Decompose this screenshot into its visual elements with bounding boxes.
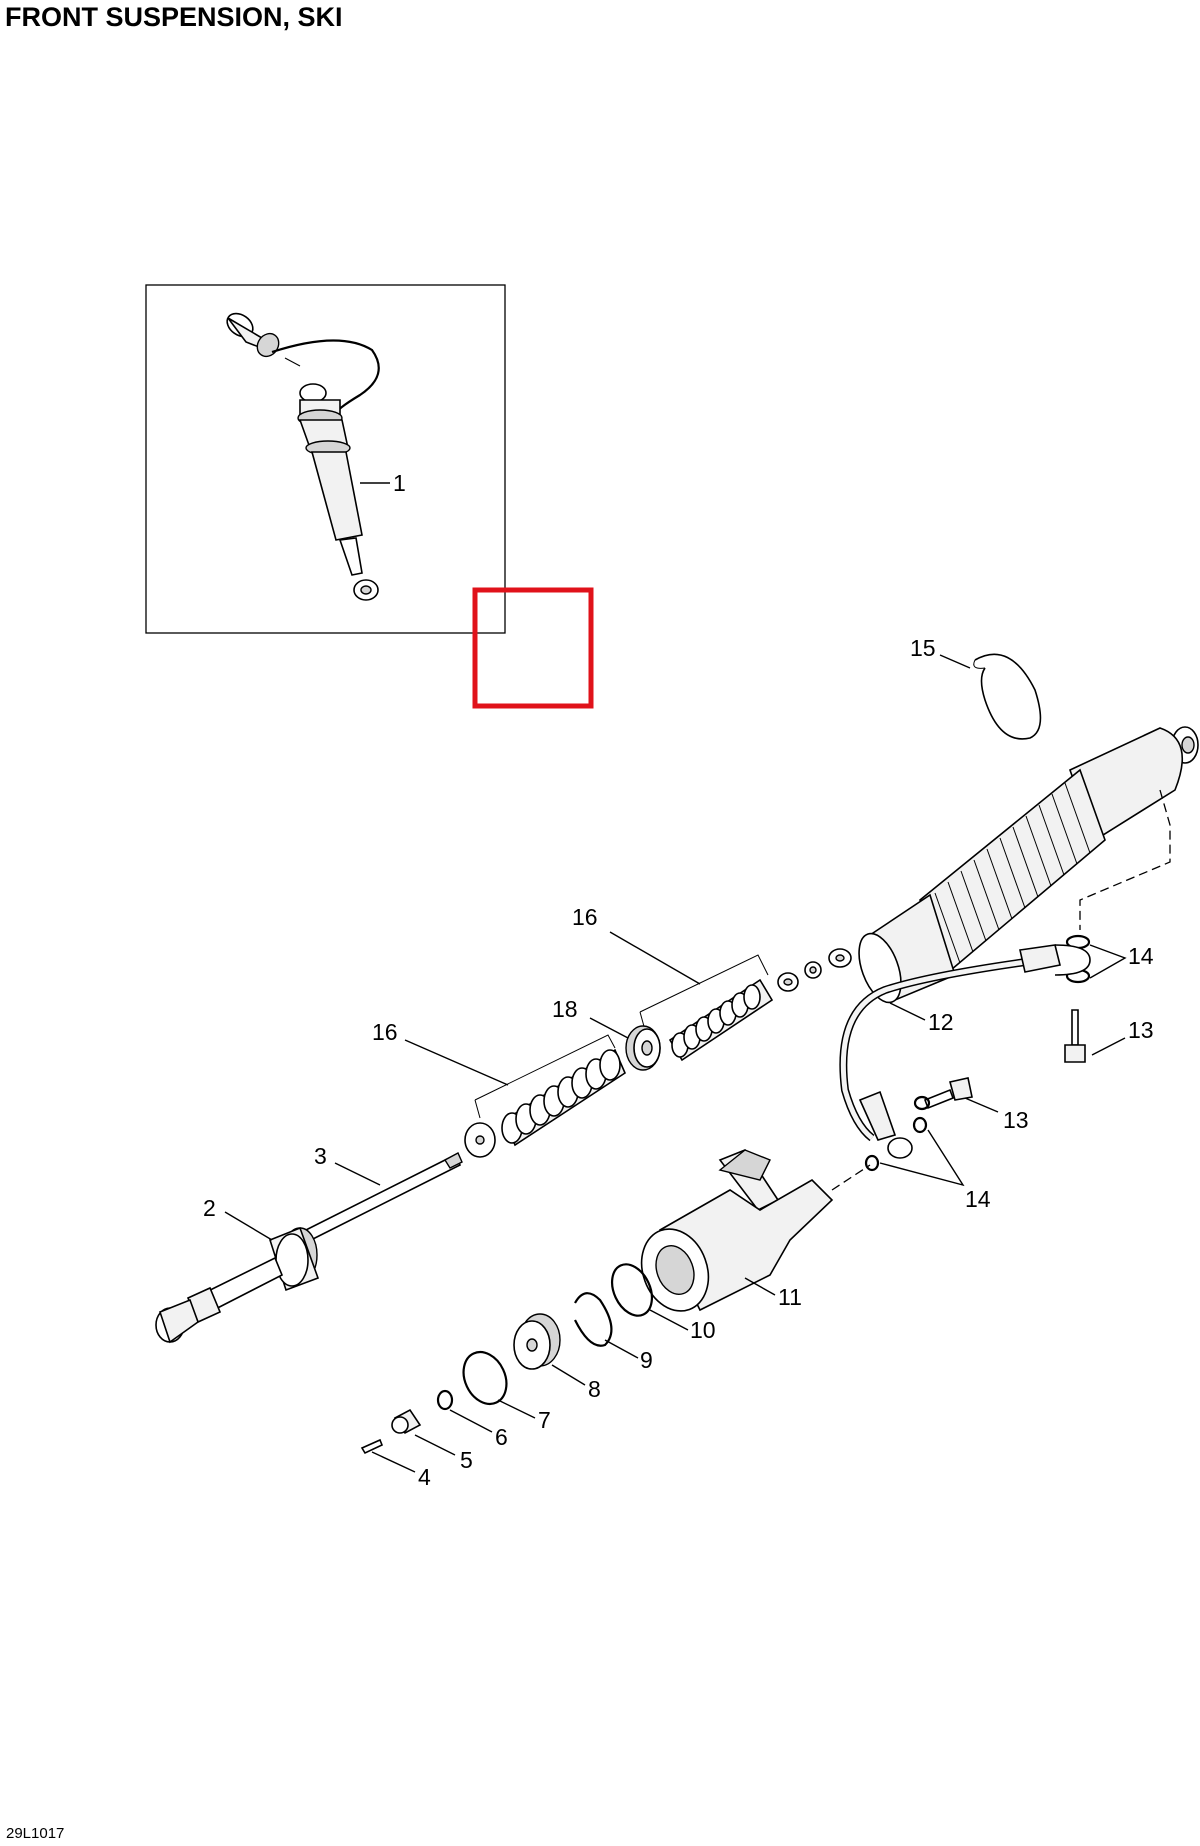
leader-line-13a	[1091, 1037, 1126, 1056]
callout-14b: 14	[965, 1186, 991, 1212]
assembly-inset: 1	[145, 284, 506, 634]
leader-line-4	[371, 1451, 416, 1473]
nut-washers	[777, 948, 852, 992]
leader-line-8	[551, 1364, 586, 1386]
part-12-hose	[839, 944, 1061, 1159]
part-18-spring-seat	[625, 1025, 661, 1071]
part-13-bolt-lower	[913, 1077, 973, 1111]
callout-16b: 16	[372, 1019, 398, 1045]
part-9-circlip	[574, 1292, 613, 1347]
figure-code: 29L1017	[6, 1825, 65, 1842]
leader-line-14b	[879, 1129, 965, 1187]
callout-6: 6	[495, 1424, 508, 1450]
callout-16a: 16	[572, 904, 598, 930]
callout-5: 5	[460, 1447, 473, 1473]
highlight-box	[472, 587, 594, 709]
rod-washer	[464, 1122, 496, 1158]
callout-12: 12	[928, 1009, 954, 1035]
callout-9: 9	[640, 1347, 653, 1373]
part-4-cap	[360, 1438, 384, 1455]
part-5-valve	[391, 1408, 422, 1435]
part-8-piston	[513, 1313, 561, 1370]
leader-line-10	[649, 1309, 689, 1331]
lower-rod-eye	[155, 1256, 284, 1344]
leader-line-16b	[404, 1039, 509, 1086]
part-15-clip	[973, 653, 1042, 740]
inset-shock-body	[297, 383, 379, 601]
part-7-o-ring	[462, 1351, 508, 1405]
callout-10: 10	[690, 1317, 716, 1343]
leader-line-2	[224, 1211, 273, 1241]
callout-13a: 13	[1128, 1017, 1154, 1043]
part-16-spring-upper	[639, 954, 774, 1062]
leader-line-18	[589, 1017, 629, 1039]
callout-1: 1	[393, 470, 406, 496]
inset-reservoir	[226, 312, 380, 416]
callout-8: 8	[588, 1376, 601, 1402]
leader-line-14a	[1089, 944, 1127, 979]
part-14-seals-upper	[1054, 934, 1091, 984]
leader-line-5	[414, 1434, 456, 1456]
part-16-spring-lower	[474, 1034, 627, 1147]
callout-2: 2	[203, 1195, 216, 1221]
part-6-small-o-ring	[436, 1389, 454, 1411]
part-2-bearing-cap	[269, 1226, 320, 1292]
callout-11: 11	[778, 1284, 802, 1310]
leader-line-16a	[609, 931, 701, 985]
leader-line-12	[889, 1002, 926, 1021]
part-10-o-ring	[610, 1263, 654, 1317]
part-11-reservoir	[640, 1149, 834, 1312]
leader-line-15	[939, 654, 971, 669]
part-14-seals-lower	[864, 1116, 928, 1172]
leader-line-7	[497, 1399, 536, 1419]
callout-4: 4	[418, 1464, 431, 1490]
leader-line-3	[334, 1162, 381, 1186]
part-13-bolt-upper	[1064, 1009, 1086, 1063]
callout-3: 3	[314, 1143, 327, 1169]
leader-line-9	[604, 1339, 639, 1359]
leader-line-6	[449, 1409, 493, 1433]
leader-line-11	[744, 1277, 776, 1296]
callout-14a: 14	[1128, 943, 1154, 969]
shock-body-main	[858, 726, 1199, 1004]
boot-ribs	[934, 782, 1091, 964]
callout-18: 18	[552, 996, 578, 1022]
callout-13b: 13	[1003, 1107, 1029, 1133]
callout-15: 15	[910, 635, 936, 661]
leader-line-13b	[964, 1097, 999, 1113]
callout-7: 7	[538, 1407, 551, 1433]
page-title: FRONT SUSPENSION, SKI	[5, 2, 343, 32]
